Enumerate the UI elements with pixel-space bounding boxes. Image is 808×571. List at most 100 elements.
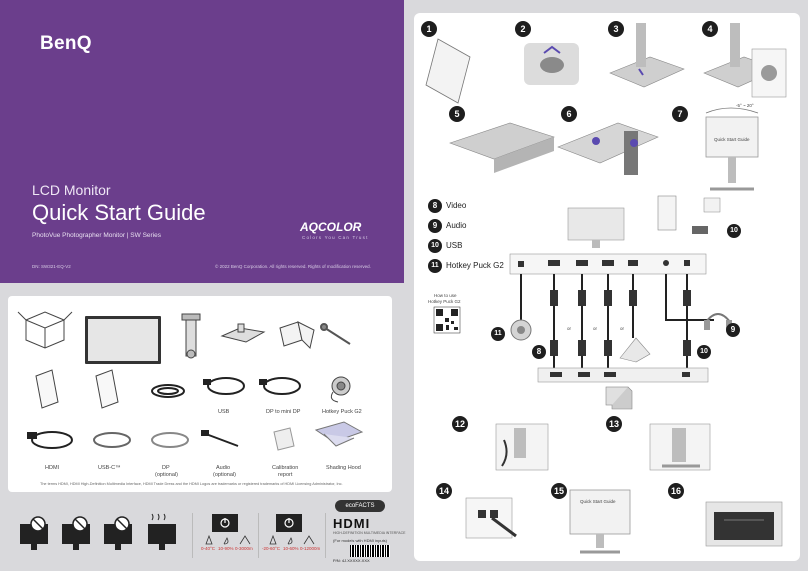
legend-audio-label: Audio xyxy=(446,221,467,230)
audio-callout-number: 9 xyxy=(726,323,740,337)
calibration-report-label: report xyxy=(278,472,293,478)
shading-hood-label: Shading Hood xyxy=(326,465,361,471)
hdmi-logo-subtitle: HIGH-DEFINITION MULTIMEDIA INTERFACE xyxy=(333,531,406,535)
qr-code xyxy=(433,306,461,334)
screwdriver-icon xyxy=(320,323,351,345)
carton-box-icon xyxy=(17,311,73,349)
step-15-number: 15 xyxy=(551,483,567,499)
hdmi-cable-icon xyxy=(27,431,73,449)
hdmi-trademark-notice: The terms HDMI, HDMI High-Definition Mul… xyxy=(40,482,343,486)
step-illustrations-top xyxy=(425,23,787,191)
barcode xyxy=(350,545,390,557)
connection-diagram xyxy=(509,195,732,383)
warning-icons xyxy=(20,513,176,550)
or-label: or xyxy=(620,326,625,331)
step-3-number: 3 xyxy=(608,21,624,37)
ecofacts-badge: ecoFACTS xyxy=(335,500,385,512)
dp-minidp-cable-label: DP to mini DP xyxy=(266,409,301,415)
step-14-number: 14 xyxy=(436,483,452,499)
hdmi-model-note: (For models with HDMI inputs) xyxy=(333,538,388,543)
usb-cable-icon xyxy=(203,377,245,395)
audio-cable-optional: (optional) xyxy=(213,472,236,478)
step-7-number: 7 xyxy=(672,106,688,122)
aqcolor-logo: AQCOLOR xyxy=(300,220,362,234)
usb-callout-number: 10 xyxy=(727,224,741,238)
hotkey-puck-label: Hotkey Puck G2 xyxy=(322,409,362,415)
howto-puck-label-2: Hotkey Puck G2 xyxy=(428,299,461,304)
shading-hood-icon xyxy=(314,421,364,447)
step-illustrations-bottom xyxy=(465,423,783,554)
step-2-number: 2 xyxy=(515,21,531,37)
product-type: LCD Monitor xyxy=(32,182,111,198)
step-13-number: 13 xyxy=(606,416,622,432)
dp-cable-optional: (optional) xyxy=(155,472,178,478)
product-subtitle: PhotoVue Photographer Monitor | SW Serie… xyxy=(32,232,161,239)
package-contents xyxy=(8,296,392,492)
video-callout-number: 8 xyxy=(532,345,546,359)
audio-cable-icon xyxy=(201,430,239,447)
step-12-number: 12 xyxy=(452,416,468,432)
stand-column-icon xyxy=(181,313,201,359)
or-label: or xyxy=(567,326,572,331)
step-5-number: 5 xyxy=(449,106,465,122)
package-contents-illustrations xyxy=(17,311,364,451)
calibration-label: Calibration xyxy=(272,465,299,471)
power-cord-icon xyxy=(151,384,185,398)
operating-environment-icon xyxy=(205,514,251,545)
operating-humidity: 10-90% xyxy=(218,546,234,551)
operating-altitude: 0-3000m xyxy=(235,546,253,551)
divider xyxy=(325,513,326,558)
calibration-report-icon xyxy=(273,427,295,451)
benq-logo: BenQ xyxy=(40,33,92,54)
monitor-front-icon xyxy=(85,316,161,364)
tilt-range-label: -5° ~ 20° xyxy=(736,103,754,108)
legend-puck-label: Hotkey Puck G2 xyxy=(446,261,504,270)
hotkey-puck-icon xyxy=(330,376,351,403)
no-heat-icon xyxy=(148,513,176,550)
usb-bottom-callout-number: 10 xyxy=(697,345,711,359)
page-title: Quick Start Guide xyxy=(32,200,206,225)
dp-to-minidp-cable-icon xyxy=(259,377,301,395)
storage-humidity: 10-60% xyxy=(283,546,299,551)
no-pressing-screen-icon xyxy=(20,516,48,550)
dp-cable-label: DP xyxy=(162,465,170,471)
usbc-cable-label: USB-C™ xyxy=(98,465,121,471)
legend-usb-label: USB xyxy=(446,241,463,250)
legend-usb-number: 10 xyxy=(428,239,442,253)
doc-number: DN: SW321-EQ-V2 xyxy=(32,264,71,269)
step-16-number: 16 xyxy=(668,483,684,499)
legend-audio-number: 9 xyxy=(428,219,442,233)
part-number: P/N: 4J.XXXXX.XXX xyxy=(333,558,370,563)
legend-video-label: Video xyxy=(446,201,467,210)
audio-cable-label: Audio xyxy=(216,465,231,471)
quick-start-guide-booklet-icon xyxy=(279,321,315,349)
or-label: or xyxy=(593,326,598,331)
no-touching-screen-icon xyxy=(62,516,90,550)
pc-tower-icon xyxy=(605,386,633,410)
usbc-cable-icon xyxy=(93,432,131,448)
storage-environment-icon xyxy=(269,514,315,545)
copyright: © 2022 BenQ Corporation. All rights rese… xyxy=(215,264,371,269)
aqcolor-tagline: Colors You Can Trust xyxy=(302,235,369,240)
warranty-booklet-icon xyxy=(95,369,119,409)
storage-temperature: -20-60°C xyxy=(262,546,281,551)
operating-temperature: 0-40°C xyxy=(201,546,216,551)
step-4-number: 4 xyxy=(702,21,718,37)
howto-puck-label-1: How to use xyxy=(434,293,457,298)
storage-altitude: 0-12000m xyxy=(300,546,321,551)
legend-puck-number: 11 xyxy=(428,259,442,273)
monitor-screen-qsg-label: Quick Start Guide xyxy=(580,499,616,504)
step-6-number: 6 xyxy=(561,106,577,122)
step-1-number: 1 xyxy=(421,21,437,37)
manual-booklet-icon xyxy=(35,369,59,409)
quick-start-guide-sheet-label: Quick Start Guide xyxy=(714,137,750,142)
puck-callout-number: 11 xyxy=(491,327,505,341)
divider xyxy=(192,513,193,558)
cover-panel: BenQ LCD Monitor Quick Start Guide Photo… xyxy=(0,0,404,283)
divider xyxy=(258,513,259,558)
no-spray-cleaner-icon xyxy=(104,516,132,550)
dp-cable-icon xyxy=(151,432,189,448)
hdmi-logo: HDMI xyxy=(333,516,371,531)
hdmi-cable-label: HDMI xyxy=(45,465,60,471)
